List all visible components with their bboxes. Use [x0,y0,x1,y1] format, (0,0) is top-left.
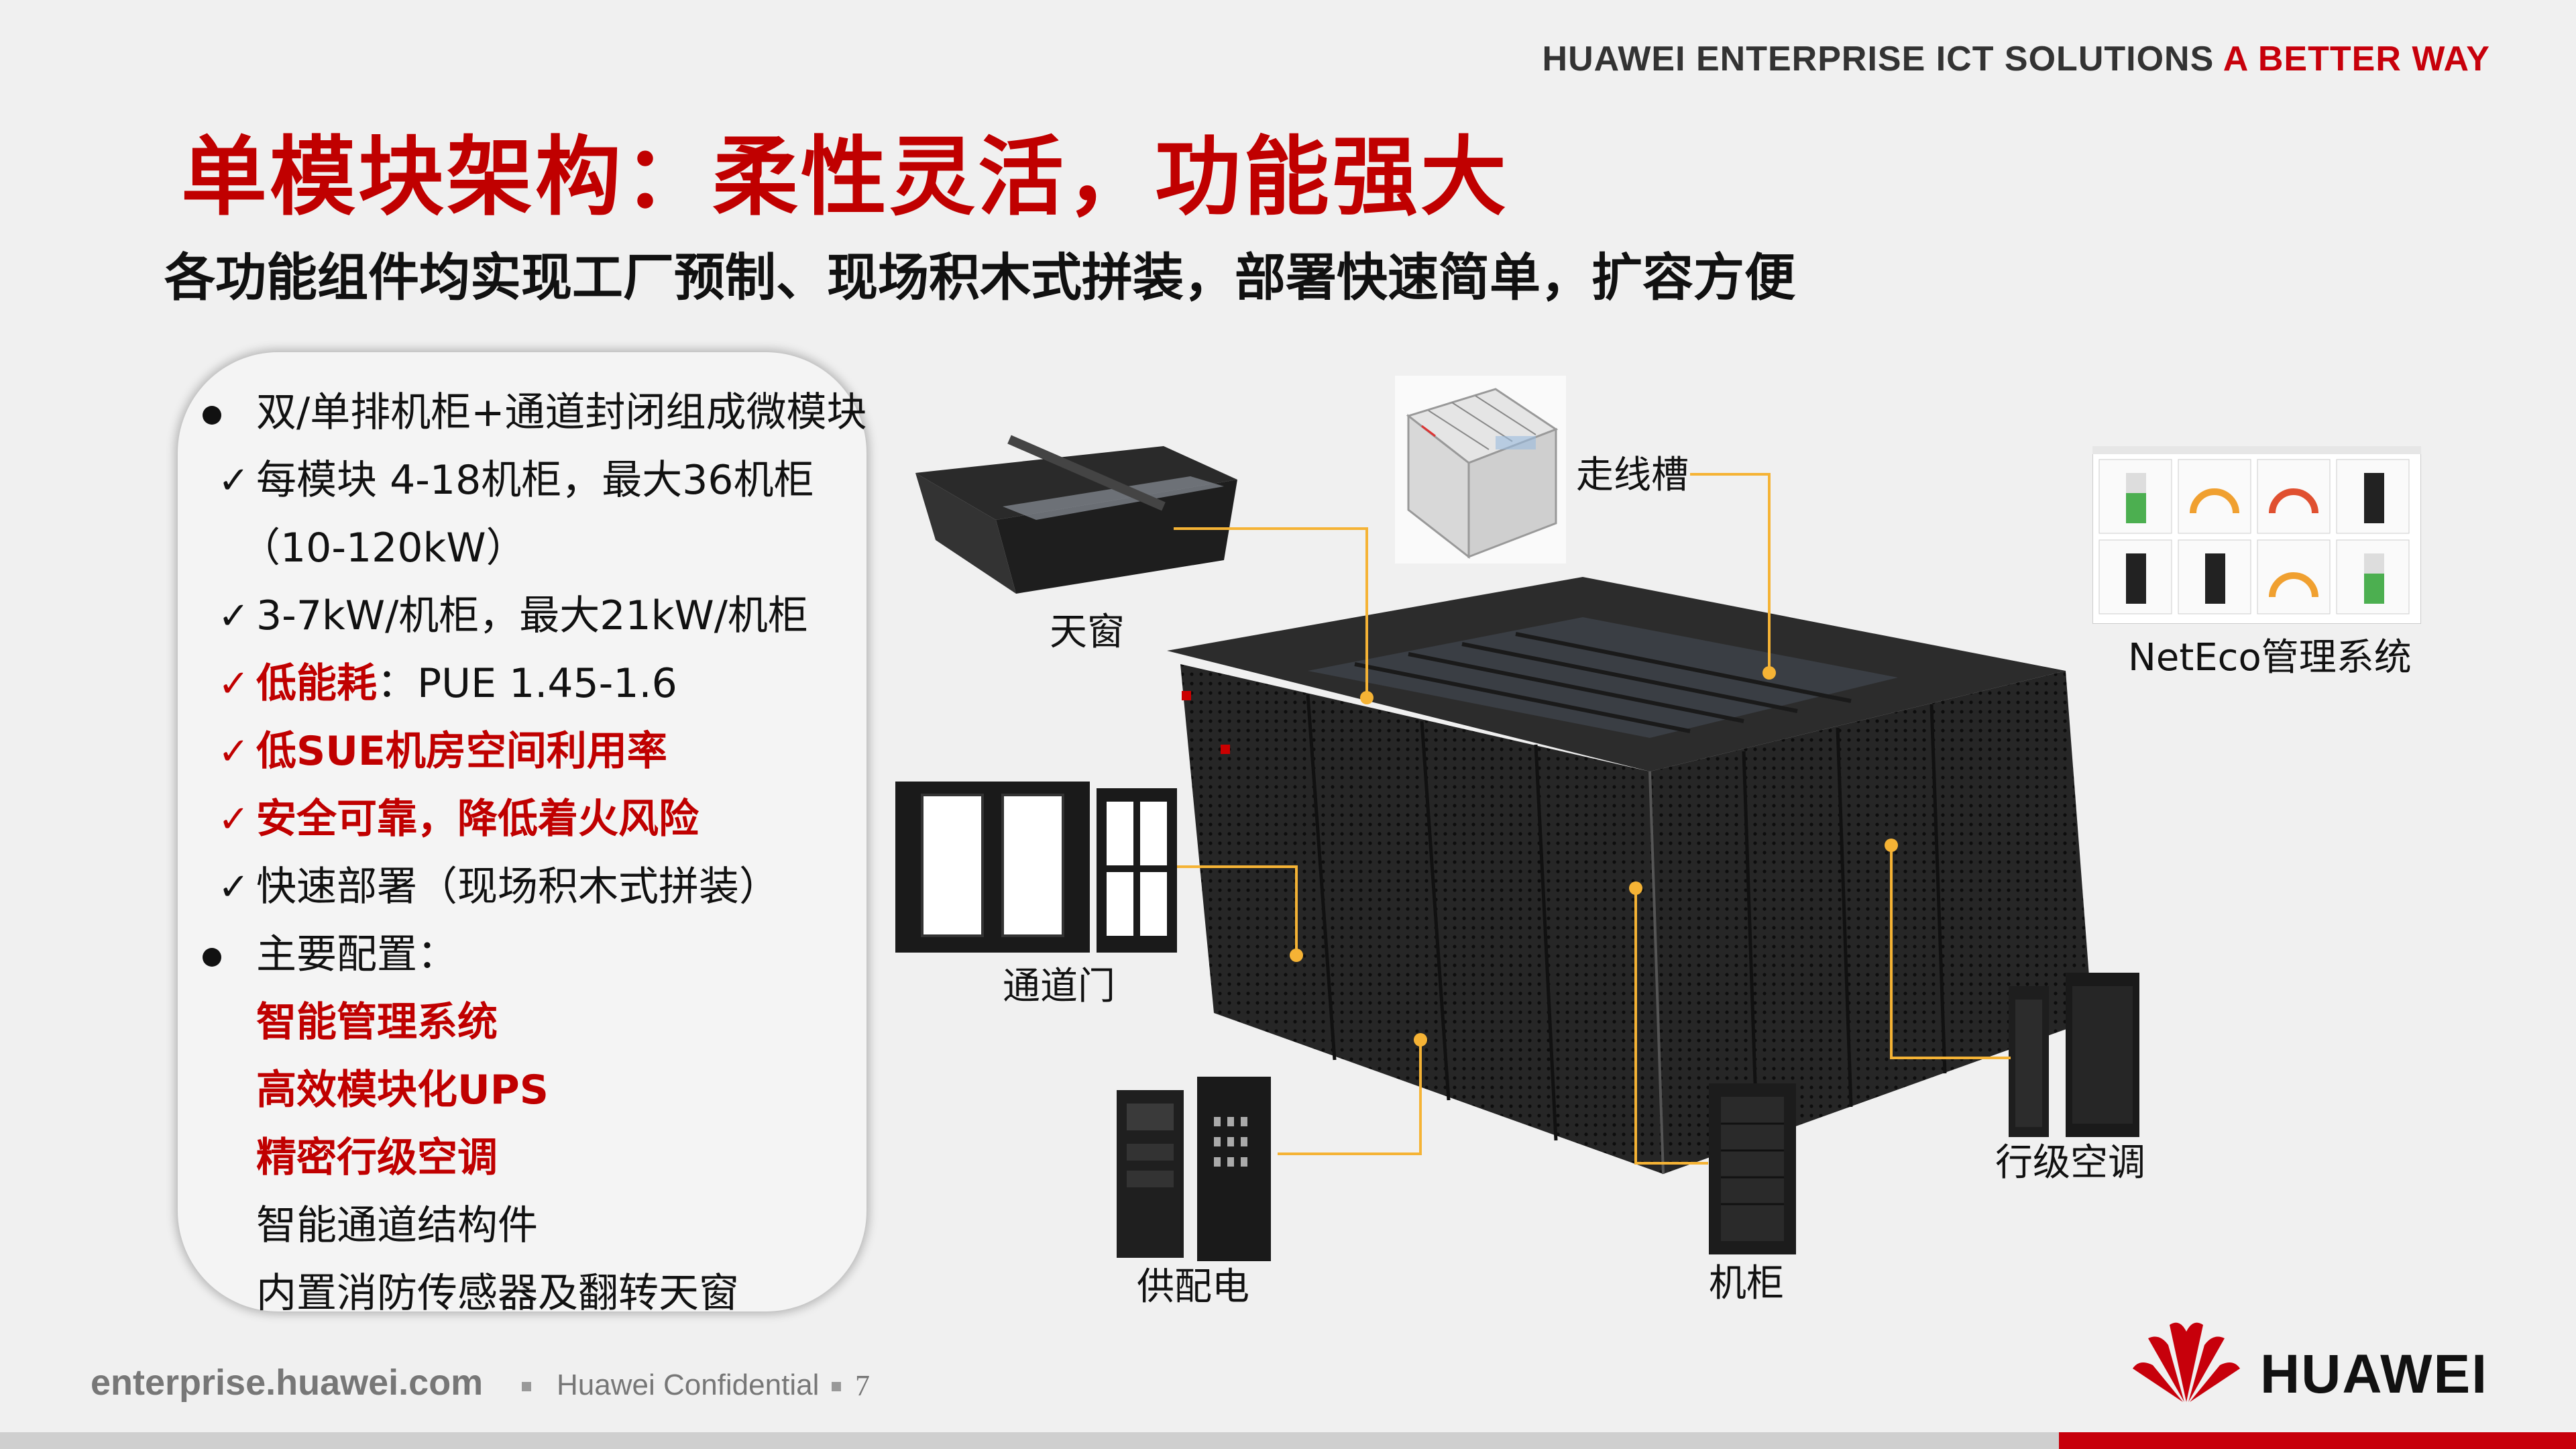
list-item-highlight: 低能耗 [256,660,377,707]
rack-illustration [1709,1083,1796,1254]
leader-line [1890,1057,2011,1059]
list-item-text: 内置消防传感器及翻转天窗 [256,1270,739,1317]
list-item-text: 快速部署（现场积木式拼装） [256,863,779,910]
list-item-text: 3-7kW/机柜，最大21kW/机柜 [256,592,808,639]
brand-wordmark: HUAWEI [2260,1344,2488,1405]
aisle-door-illustration [895,782,1177,953]
checkmark-icon: ✓ [218,594,249,638]
label-skylight: 天窗 [1050,610,1125,654]
list-item-text: 智能管理系统 [256,999,498,1046]
tagline-accent: A BETTER WAY [2223,40,2490,78]
leader-dot [1360,691,1374,704]
leader-dot [1414,1033,1427,1046]
page-number: 7 [855,1369,870,1402]
bottom-bar-accent [2059,1432,2576,1449]
slide-subtitle: 各功能组件均实现工厂预制、现场积木式拼装，部署快速简单，扩容方便 [164,248,1795,307]
list-item-text: （10-120kW） [240,525,526,572]
footer-separator [832,1382,841,1391]
list-item: ✓低SUE机房空间利用率 [194,718,865,786]
checkmark-icon: ✓ [218,865,249,909]
leader-line [1365,527,1368,695]
label-neteco: NetEco管理系统 [2128,636,2412,680]
list-item-text: 主要配置： [256,931,457,978]
list-item: 主要配置： [194,921,865,989]
leader-line [1634,1162,1708,1165]
tagline-main: HUAWEI ENTERPRISE ICT SOLUTIONS [1542,40,2223,78]
label-row-ac: 行级空调 [1995,1141,2145,1185]
checkmark-icon: ✓ [218,459,249,502]
checkmark-icon: ✓ [218,730,249,773]
list-item-text: 低SUE机房空间利用率 [256,728,667,775]
bullet-dot-icon [203,406,221,425]
leader-line [1890,844,1893,1059]
list-item: ✓安全可靠，降低着火风险 [194,786,865,853]
skylight-illustration [915,435,1237,594]
feature-list: 双/单排机柜+通道封闭组成微模块 ✓每模块 4-18机柜，最大36机柜 （10-… [194,379,867,1328]
label-cable-tray: 走线槽 [1576,453,1689,497]
list-item: 高效模块化UPS [194,1057,865,1124]
leader-line [1634,887,1637,1165]
list-item: ✓每模块 4-18机柜，最大36机柜 [194,447,865,515]
huawei-logo-icon [2133,1322,2240,1402]
list-item: （10-120kW） [194,515,865,582]
list-item-text: 安全可靠，降低着火风险 [256,796,699,843]
leader-line [1690,473,1771,476]
list-item: ✓低能耗：PUE 1.45-1.6 [194,650,865,718]
leader-line [1278,1152,1422,1155]
list-item: 智能管理系统 [194,989,865,1057]
checkmark-icon: ✓ [218,798,249,841]
leader-dot [1885,839,1898,852]
list-item: 内置消防传感器及翻转天窗 [194,1260,865,1328]
list-item: ✓快速部署（现场积木式拼装） [194,853,865,921]
leader-line [1419,1038,1422,1155]
neteco-dashboard-illustration [2092,446,2421,624]
label-aisle-door: 通道门 [1003,965,1115,1008]
list-item: 智能通道结构件 [194,1192,865,1260]
leader-dot [1762,666,1776,680]
micro-module-illustration [1167,577,2092,1175]
slide-title: 单模块架构：柔性灵活，功能强大 [181,127,1510,227]
feature-panel [178,352,866,1311]
leader-line [1768,473,1771,671]
leader-dot [1629,881,1642,895]
leader-line [1177,865,1298,868]
cable-tray-illustration [1395,376,1566,564]
list-item-text: 每模块 4-18机柜，最大36机柜 [256,457,814,504]
list-item-text: 高效模块化UPS [256,1067,549,1114]
list-item-text: 智能通道结构件 [256,1202,538,1249]
list-item: 双/单排机柜+通道封闭组成微模块 [194,379,867,447]
footer-url: enterprise.huawei.com [91,1362,484,1403]
list-item-text: ：PUE 1.45-1.6 [377,660,677,707]
checkmark-icon: ✓ [218,662,249,706]
bullet-dot-icon [203,948,221,967]
list-item: ✓3-7kW/机柜，最大21kW/机柜 [194,582,865,650]
leader-dot [1290,949,1303,962]
label-rack: 机柜 [1709,1262,1784,1305]
row-ac-illustration [2009,973,2139,1137]
header-tagline: HUAWEI ENTERPRISE ICT SOLUTIONS A BETTER… [1543,39,2490,79]
footer-separator [522,1382,531,1391]
footer-confidential: Huawei Confidential [557,1368,820,1401]
label-power: 供配电 [1137,1265,1249,1309]
list-item: 精密行级空调 [194,1124,865,1192]
leader-line [1295,865,1298,953]
list-item-text: 双/单排机柜+通道封闭组成微模块 [256,389,867,436]
leader-line [1174,527,1368,530]
power-distribution-illustration [1117,1077,1271,1261]
list-item-text: 精密行级空调 [256,1134,498,1181]
